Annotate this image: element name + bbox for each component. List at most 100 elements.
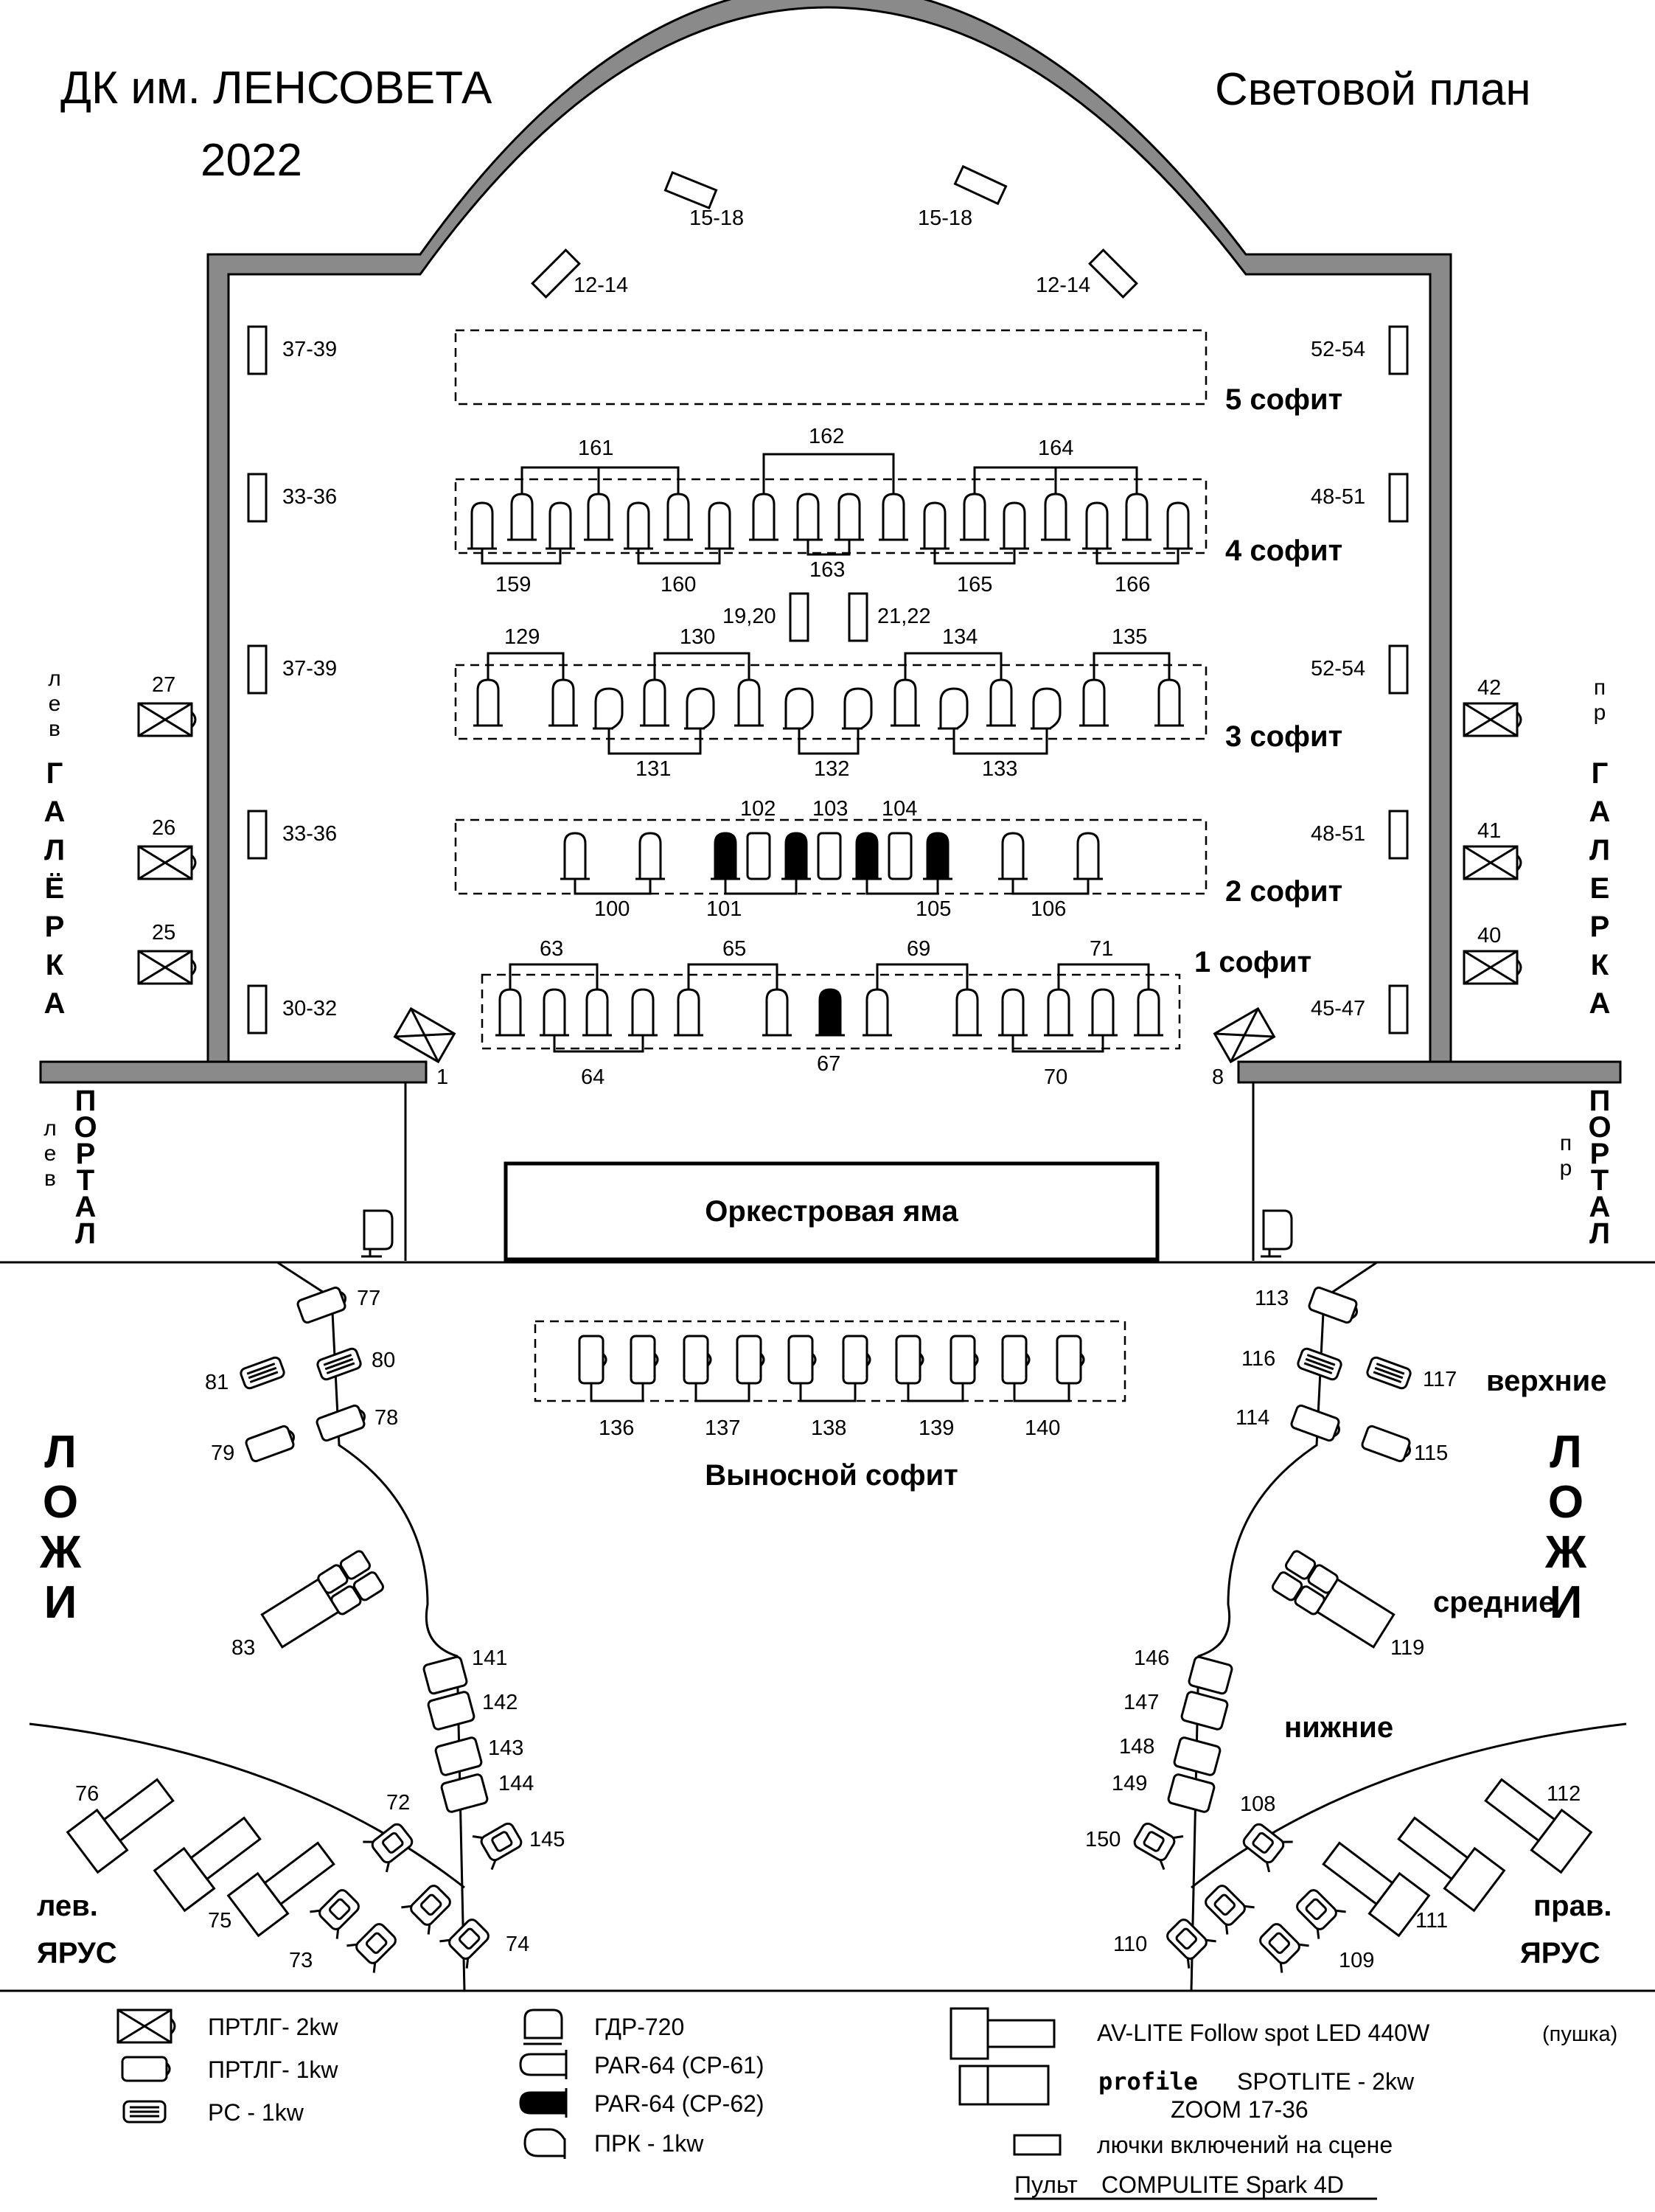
batten-2: 102 103 104 100 101 105 106 [454, 797, 1208, 921]
gallery-lamp-label: 40 [1477, 924, 1501, 947]
plan-title: Световой план [1215, 64, 1531, 115]
remote-batten-fixture [630, 1335, 656, 1385]
boxes-upper-label: верхние [1486, 1365, 1606, 1397]
year: 2022 [201, 135, 302, 186]
legend-par61: PAR-64 (CP-61) [594, 2052, 764, 2079]
box-label: 19,20 [722, 605, 776, 628]
batten-2-label: 2 софит [1225, 875, 1342, 908]
orchestra-pit [504, 1161, 1160, 1262]
tier-device-label: 108 [1240, 1792, 1275, 1816]
box-lamp-label: 119 [1390, 1636, 1424, 1660]
box-label: 52-54 [1311, 657, 1365, 681]
legend-pc: PC - 1kw [208, 2099, 304, 2126]
boxes-lower-label: нижние [1284, 1711, 1393, 1744]
tier-left-label-2: ЯРУС [37, 1937, 117, 1969]
lamp-label: 1 [436, 1065, 448, 1089]
box-lamp-label: 116 [1241, 1347, 1275, 1371]
batten-5 [454, 329, 1208, 406]
box-label: 37-39 [282, 657, 337, 681]
box-label: 52-54 [1311, 338, 1365, 361]
group-label: 159 [495, 573, 531, 597]
lamp-label: 12-14 [574, 274, 628, 297]
group-label: 139 [919, 1416, 954, 1440]
lamp-label: 8 [1212, 1065, 1224, 1089]
tier-device-label: 73 [289, 1949, 313, 1972]
box-lamp-label: 81 [205, 1371, 229, 1394]
box-lamp-label: 115 [1414, 1441, 1448, 1465]
box-label: 37-39 [282, 338, 337, 361]
batten-1: 63 65 69 71 64 67 70 [481, 937, 1181, 1089]
boxes-middle-label: средние [1433, 1586, 1555, 1618]
portal-lamps: 1 8 [393, 1006, 1276, 1089]
lamp-label: 12-14 [1036, 274, 1090, 297]
box-lamp-label: 114 [1236, 1406, 1269, 1430]
remote-batten-fixture [787, 1335, 814, 1385]
batten-4: 161 162 164 159 160 163 165 166 [454, 425, 1208, 597]
gallery-lamp-label: 42 [1477, 676, 1501, 700]
legend-avlite-note: (пушка) [1542, 2023, 1617, 2046]
top-lamps: 15-18 15-18 12-14 12-14 [531, 164, 1138, 299]
box-lamp-label: 147 [1123, 1691, 1159, 1714]
group-label: 135 [1112, 625, 1147, 649]
group-label: 140 [1025, 1416, 1060, 1440]
group-label: 101 [706, 897, 742, 921]
box-lamp-label: 117 [1423, 1368, 1457, 1391]
box-lamp-label: 146 [1134, 1646, 1169, 1670]
box-label: 30-32 [282, 997, 337, 1020]
box-lamp-label: 78 [374, 1406, 398, 1430]
batten-4-label: 4 софит [1225, 535, 1342, 567]
tier-right-label-1: прав. [1533, 1890, 1612, 1922]
group-label: 166 [1115, 573, 1150, 597]
tier-device-label: 111 [1415, 1909, 1448, 1933]
remote-batten-fixture [1001, 1335, 1028, 1385]
batten-5-label: 5 софит [1225, 383, 1342, 416]
remote-batten-fixture [895, 1335, 921, 1385]
gallery-lamp-label: 26 [152, 816, 175, 840]
box-lamp-label: 150 [1085, 1828, 1121, 1851]
tier-right: 112 111 108 109 110 прав. ЯРУС [1113, 1769, 1612, 1975]
tier-device-label: 109 [1339, 1949, 1374, 1972]
legend-par62: PAR-64 (CP-62) [594, 2090, 764, 2117]
group-label: 105 [916, 897, 951, 921]
remote-batten-fixture [736, 1335, 762, 1385]
legend-console-prefix: Пульт [1014, 2171, 1078, 2198]
group-label: 136 [599, 1416, 634, 1440]
remote-batten-fixture [842, 1335, 868, 1385]
tier-device-label: 74 [506, 1933, 529, 1956]
remote-batten: 136 137 138 139 140 [534, 1320, 1126, 1440]
box-lamp-label: 145 [529, 1828, 565, 1851]
box-lamp-label: 142 [482, 1691, 518, 1714]
gallery-lamp-label: 27 [152, 673, 175, 697]
box-label: 48-51 [1311, 822, 1365, 846]
group-label: 103 [812, 797, 848, 821]
group-label: 100 [594, 897, 630, 921]
box-lamp-label: 80 [372, 1349, 395, 1372]
group-label: 71 [1090, 937, 1113, 961]
group-label: 160 [661, 573, 696, 597]
group-label: 67 [817, 1052, 840, 1076]
tier-left: 76 75 72 73 74 лев. ЯРУС [37, 1769, 529, 1975]
group-label: 164 [1038, 437, 1073, 460]
legend-hatches: лючки включений на сцене [1097, 2132, 1393, 2158]
group-label: 69 [907, 937, 930, 961]
legend-avlite: AV-LITE Follow spot LED 440W [1097, 2020, 1430, 2046]
box-lamp-label: 144 [498, 1772, 534, 1795]
legend-profile-word: profile [1098, 2067, 1198, 2096]
tier-device-label: 75 [208, 1909, 231, 1933]
box-lamp-label: 77 [357, 1287, 380, 1310]
side-boxes: 37-39 33-36 37-39 33-36 30-32 52-54 48-5… [247, 325, 1409, 1034]
group-label: 102 [740, 797, 776, 821]
box-label: 33-36 [282, 485, 337, 509]
box-lamp-label: 113 [1255, 1287, 1289, 1310]
group-label: 64 [581, 1065, 604, 1089]
box-label: 48-51 [1311, 485, 1365, 509]
